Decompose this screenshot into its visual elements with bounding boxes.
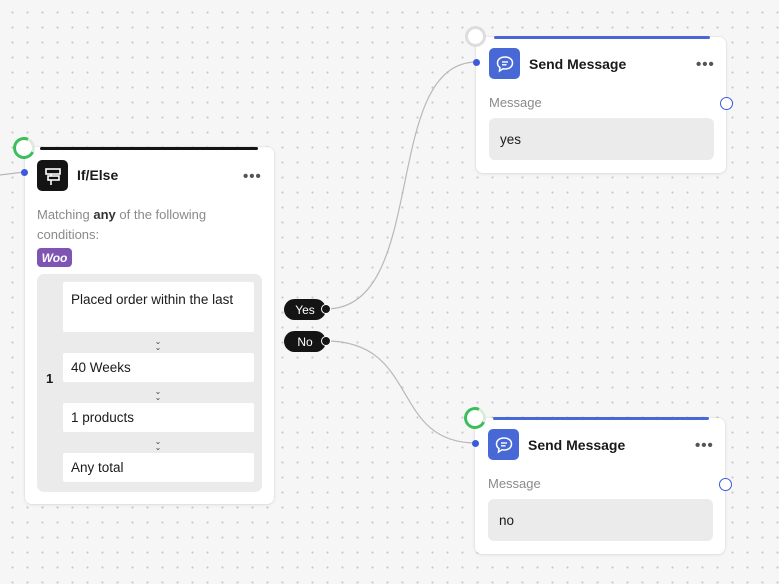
yes-connection [325,61,478,310]
chat-bubble-icon [488,429,519,460]
ifelse-more-button[interactable]: ••• [243,168,262,185]
ifelse-node[interactable]: If/Else ••• Matching any of the followin… [25,147,274,504]
status-indicator [465,26,486,47]
input-port[interactable] [472,440,479,447]
send-message-node-yes[interactable]: Send Message ••• Message yes [476,36,726,173]
ifelse-icon [37,160,68,191]
send-message-node-no[interactable]: Send Message ••• Message no [475,417,725,554]
message-label: Message [489,95,542,110]
condition-group-number: 1 [46,371,54,386]
condition-item[interactable]: 40 Weeks [63,353,254,382]
condition-item[interactable]: Any total [63,453,254,482]
output-port[interactable] [719,478,732,491]
branch-yes-port[interactable] [321,304,331,314]
no-connection [325,340,477,444]
chat-bubble-icon [489,48,520,79]
send-message-title: Send Message [528,437,626,453]
input-port[interactable] [21,169,28,176]
chevron-down-icon: ⌄⌄ [154,437,162,452]
condition-item[interactable]: 1 products [63,403,254,432]
input-port[interactable] [473,59,480,66]
output-port[interactable] [720,97,733,110]
woocommerce-logo: Woo [37,248,72,267]
branch-yes[interactable]: Yes [284,299,326,320]
message-content[interactable]: no [488,499,713,541]
match-description: Matching any of the following conditions… [37,207,207,242]
send-message-more-button[interactable]: ••• [695,437,714,454]
node-topbar [493,417,709,420]
ifelse-title: If/Else [77,167,119,183]
condition-group: 1 Placed order within the last ⌄⌄ 40 Wee… [37,274,262,492]
branch-no-port[interactable] [321,336,331,346]
node-topbar [40,147,258,150]
send-message-title: Send Message [529,56,627,72]
message-content[interactable]: yes [489,118,714,160]
chevron-down-icon: ⌄⌄ [154,387,162,402]
condition-item[interactable]: Placed order within the last [63,282,254,332]
branch-no[interactable]: No [284,331,326,352]
message-label: Message [488,476,541,491]
node-topbar [494,36,710,39]
send-message-more-button[interactable]: ••• [696,56,715,73]
chevron-down-icon: ⌄⌄ [154,337,162,352]
